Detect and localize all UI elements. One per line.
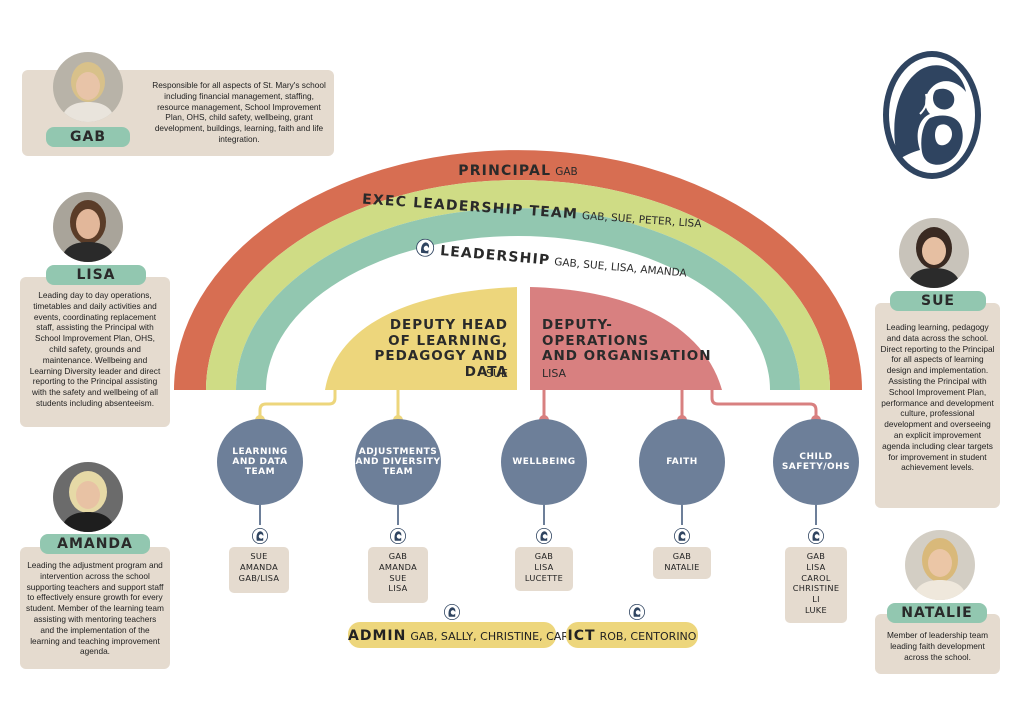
member-stems [259, 505, 817, 525]
sue-avatar [899, 218, 969, 288]
madonna-mini-icon [252, 528, 268, 549]
madonna-and-child-icon [880, 48, 984, 182]
gab-name-pill: GAB [46, 127, 130, 147]
natalie-card [875, 614, 1000, 674]
natalie-name-pill: NATALIE [887, 603, 987, 623]
amanda-card [20, 547, 170, 669]
madonna-mini-icon [629, 604, 645, 625]
principal-arc [174, 150, 862, 390]
gab-description: Responsible for all aspects of St. Mary'… [152, 80, 326, 144]
madonna-mini-icon [415, 238, 435, 260]
leadership-arc [236, 208, 800, 390]
sue-name-pill: SUE [890, 291, 986, 311]
deputy-operations-person: LISA [542, 367, 567, 380]
madonna-mini-icon [536, 528, 552, 549]
lisa-avatar [53, 192, 123, 262]
lisa-card [20, 277, 170, 427]
connector-yellow [258, 390, 400, 420]
exec-leadership-arc [206, 180, 830, 390]
lisa-description: Leading day to day operations, timetable… [29, 290, 161, 408]
gab-avatar [53, 52, 123, 122]
deputy-learning-title: DEPUTY HEAD OF LEARNING, PEDAGOGY AND DA… [374, 317, 508, 380]
team-faith: FAITH [639, 419, 725, 505]
natalie-description: Member of leadership team leading faith … [887, 630, 988, 662]
madonna-mini-icon [390, 528, 406, 549]
sue-card [875, 303, 1000, 508]
natalie-avatar [905, 530, 975, 600]
amanda-name-pill: AMANDA [40, 534, 150, 554]
deputy-operations-title: DEPUTY- OPERATIONS AND ORGANISATION [542, 317, 712, 364]
deputy-learning-section [325, 287, 517, 390]
madonna-mini-icon [808, 528, 824, 549]
amanda-description: Leading the adjustment program and inter… [26, 560, 164, 657]
madonna-mini-icon [444, 604, 460, 625]
deputy-operations-section [530, 287, 722, 390]
deputy-learning-person: SUE [486, 367, 508, 380]
madonna-mini-icon [674, 528, 690, 549]
team-wellbeing: WELLBEING [501, 419, 587, 505]
amanda-avatar [53, 462, 123, 532]
sue-description: Leading learning, pedagogy and data acro… [880, 322, 995, 473]
lisa-name-pill: LISA [46, 265, 146, 285]
